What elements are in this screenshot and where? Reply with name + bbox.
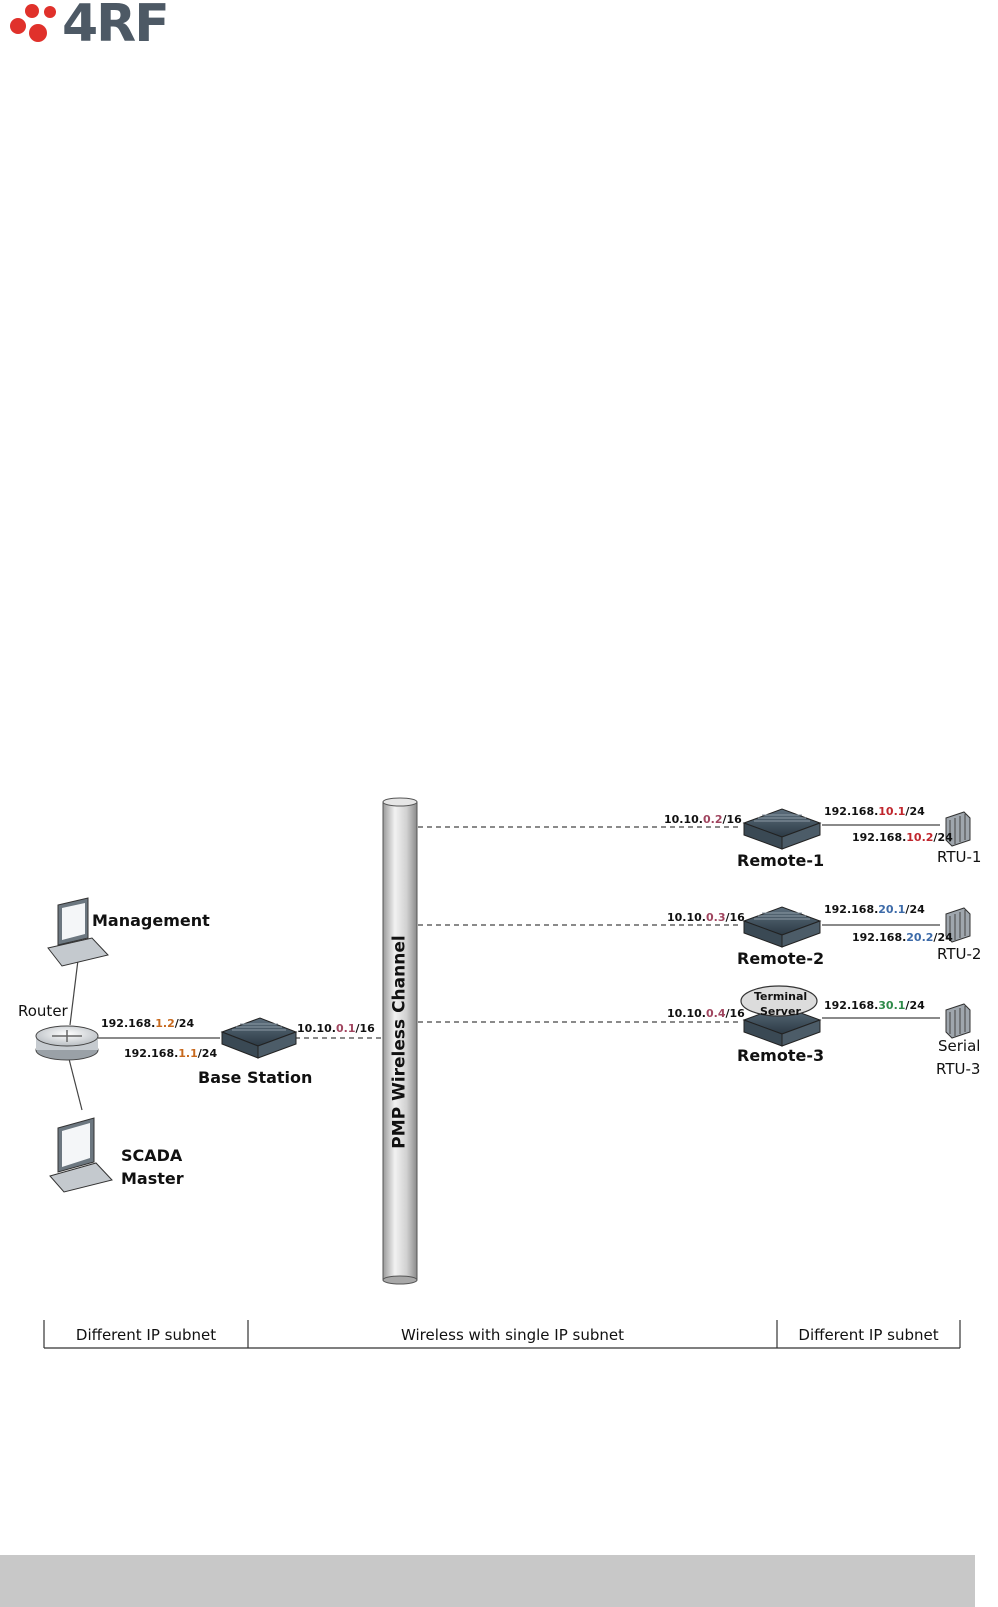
footer-bar [0, 1555, 975, 1607]
terminal-server-label-line2: Server [760, 1005, 801, 1018]
pmp-channel-cylinder [382, 797, 418, 1285]
subnet-sections-bracket [43, 1320, 961, 1349]
logo-dots-icon [10, 4, 56, 42]
ip-remote2-wireless: 10.10.0.3/16 [667, 911, 745, 924]
rtu1-icon [945, 811, 971, 847]
section-left-label: Different IP subnet [75, 1326, 217, 1344]
remote3-label: Remote-3 [737, 1046, 825, 1065]
rtu2-icon [945, 907, 971, 943]
ip-rtu2-lan: 192.168.20.2/24 [852, 931, 953, 944]
terminal-server-icon [740, 985, 818, 1017]
ip-remote2-lan: 192.168.20.1/24 [824, 903, 925, 916]
router-icon [35, 1025, 99, 1061]
ip-router-upper: 192.168.1.2/24 [101, 1017, 195, 1030]
rtu3-icon [945, 1003, 971, 1039]
rtu3-label-line2: RTU-3 [936, 1060, 981, 1078]
rtu1-label: RTU-1 [937, 848, 982, 866]
rtu2-label: RTU-2 [937, 945, 982, 963]
section-right-label: Different IP subnet [798, 1326, 939, 1344]
base-station-device-icon [220, 1017, 298, 1059]
ip-base-wireless: 10.10.0.1/16 [297, 1022, 375, 1035]
remote1-label: Remote-1 [737, 851, 825, 870]
ip-router-lower: 192.168.1.1/24 [124, 1047, 218, 1060]
ip-remote1-lan: 192.168.10.1/24 [824, 805, 925, 818]
rtu3-label-line1: Serial [938, 1037, 981, 1055]
ip-remote1-wireless: 10.10.0.2/16 [664, 813, 742, 826]
network-diagram [35, 797, 971, 1349]
scada-laptop-icon [49, 1117, 113, 1193]
router-label: Router [18, 1002, 68, 1020]
management-label: Management [92, 911, 210, 930]
management-laptop-icon [47, 897, 109, 967]
remote2-device-icon [742, 906, 822, 948]
pmp-channel-label: PMP Wireless Channel [389, 935, 410, 1149]
section-middle-label: Wireless with single IP subnet [401, 1326, 624, 1344]
wireless-links [295, 826, 742, 1039]
remote2-label: Remote-2 [737, 949, 825, 968]
lan-links [67, 824, 940, 1111]
terminal-server-label-line1: Terminal [754, 990, 808, 1003]
brand-logo: 4RF [0, 0, 190, 54]
ip-remote3-wireless: 10.10.0.4/16 [667, 1007, 745, 1020]
logo-text: 4RF [62, 0, 170, 54]
ip-remote3-lan: 192.168.30.1/24 [824, 999, 925, 1012]
scada-master-label-line1: SCADA [121, 1146, 183, 1165]
remote1-device-icon [742, 808, 822, 850]
ip-rtu1-lan: 192.168.10.2/24 [852, 831, 953, 844]
scada-master-label-line2: Master [121, 1169, 184, 1188]
base-station-label: Base Station [198, 1068, 313, 1087]
